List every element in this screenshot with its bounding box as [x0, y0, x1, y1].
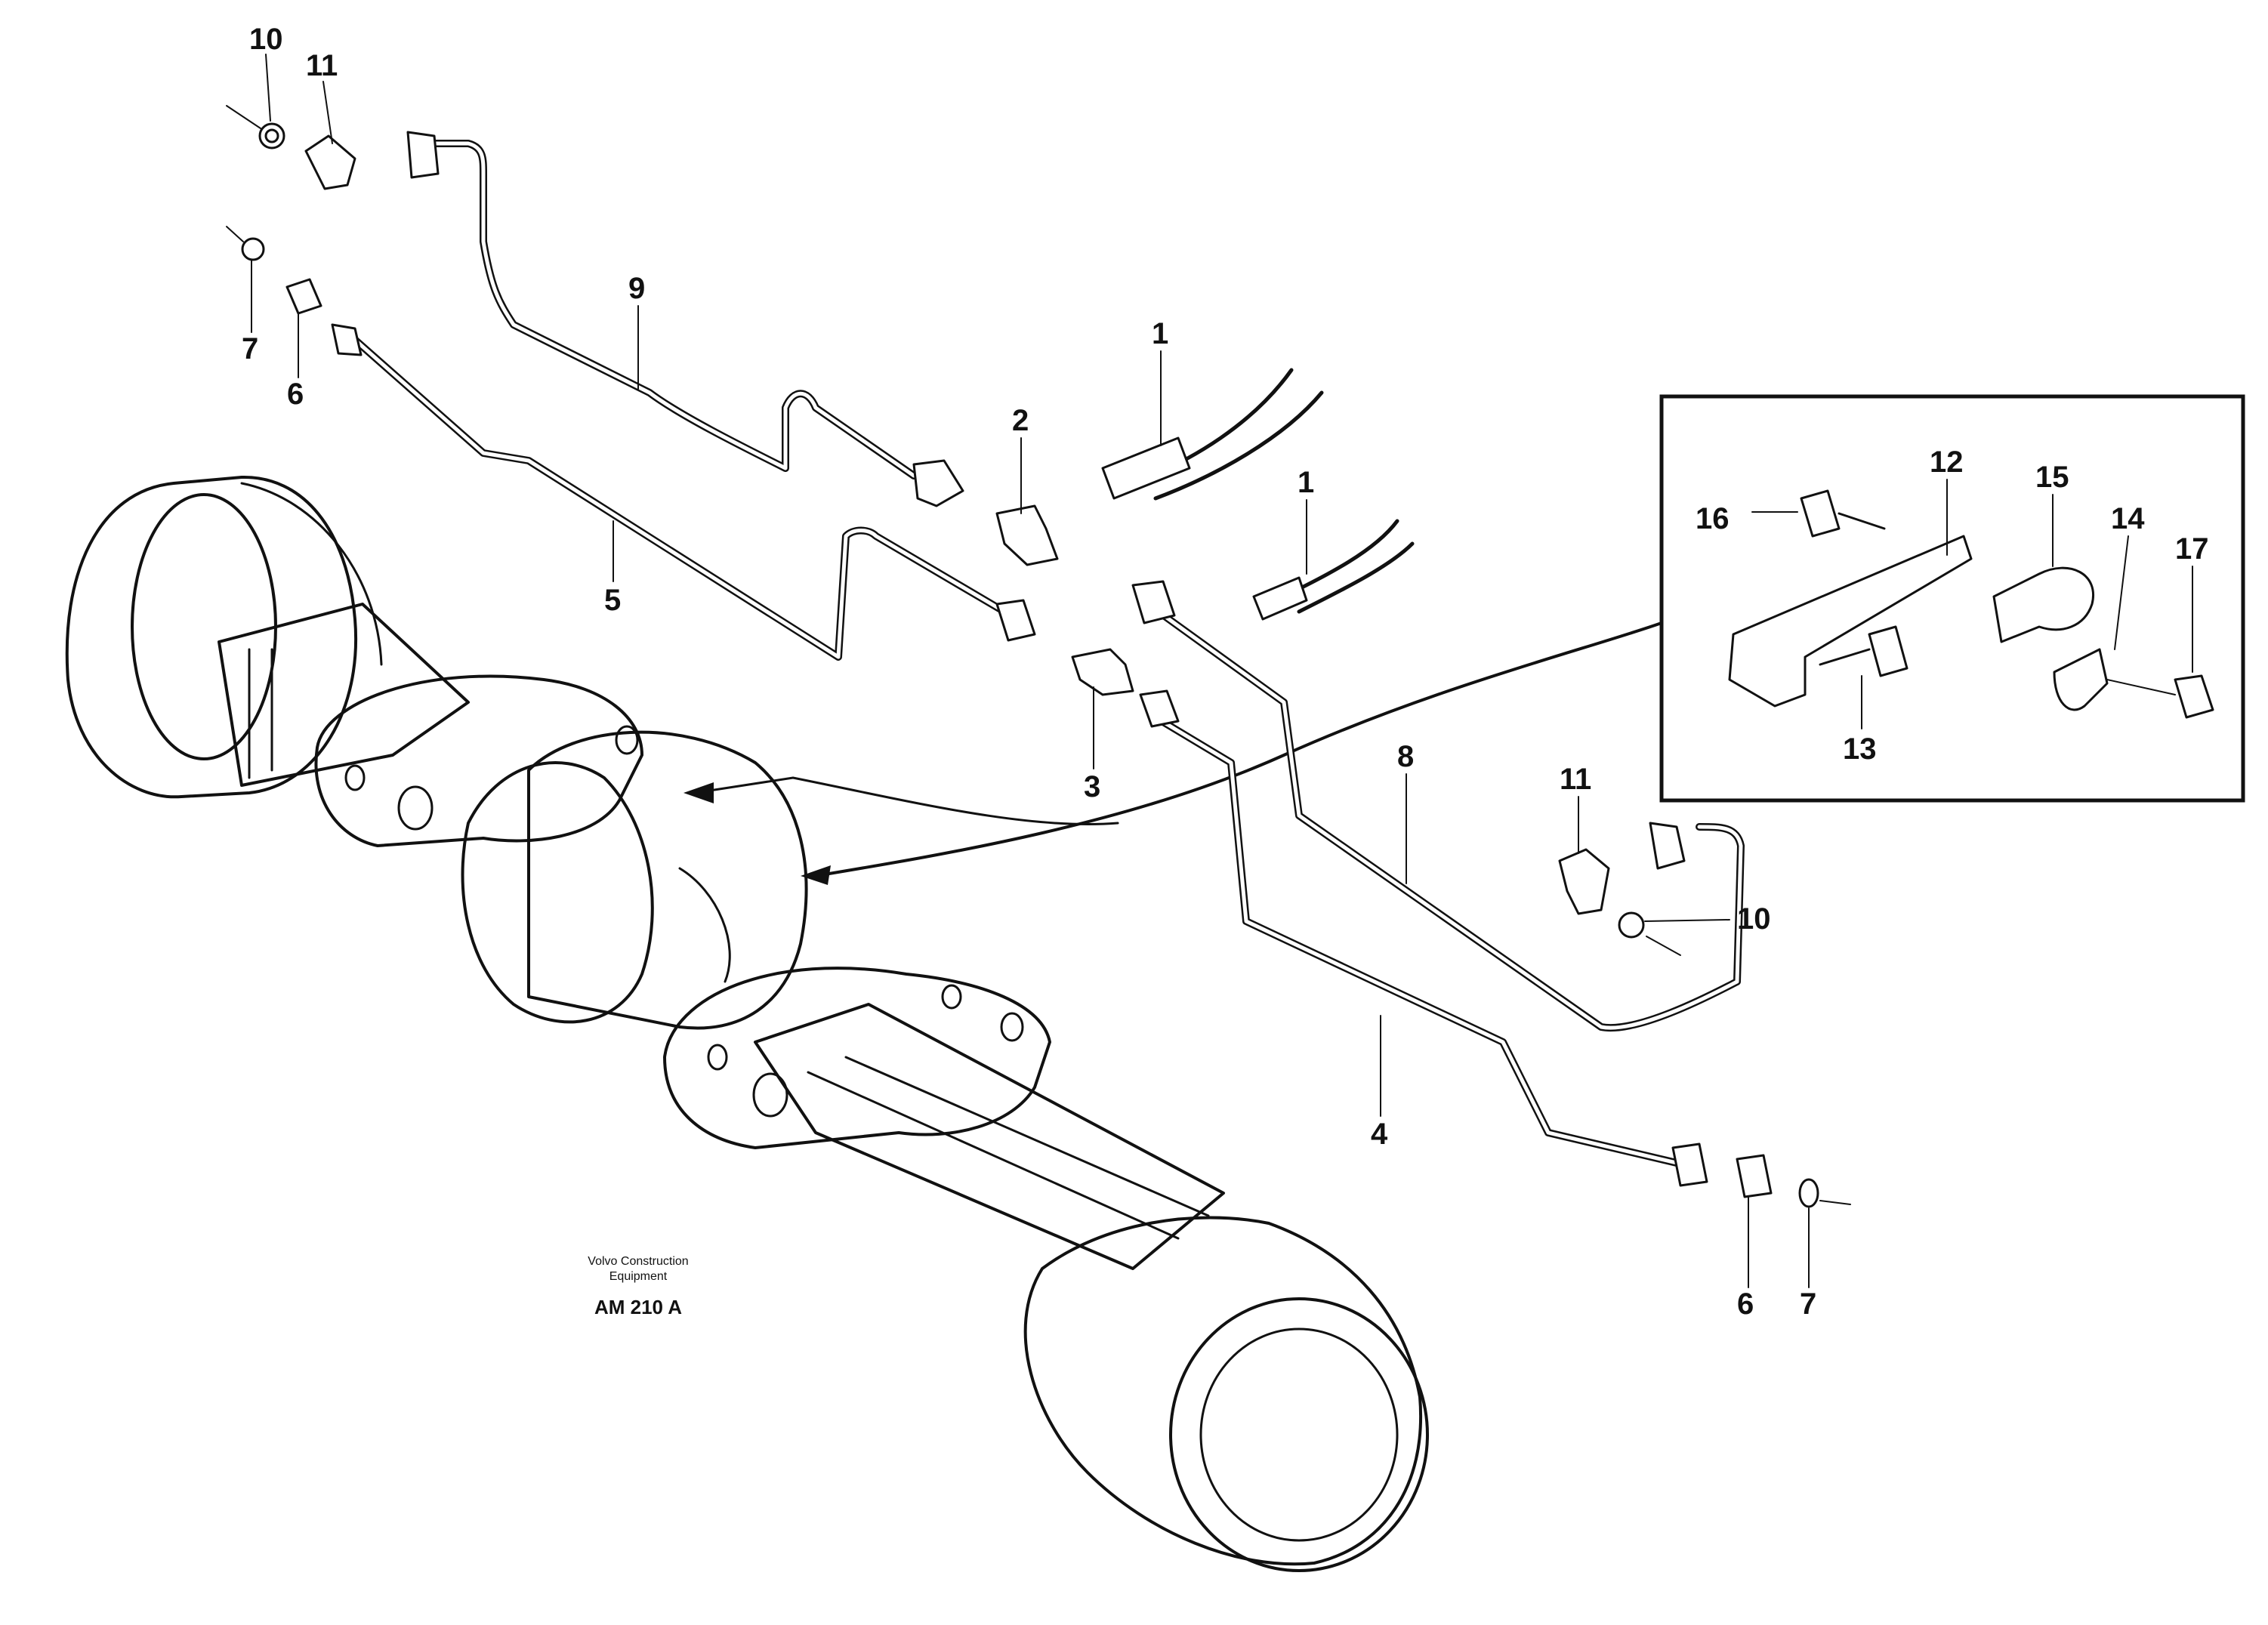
callout-7-top-left: 7 — [242, 332, 258, 365]
fittings — [226, 105, 1851, 1208]
callout-15: 15 — [2035, 461, 2069, 494]
caption-company-line-1: Volvo Construction — [588, 1255, 688, 1268]
brake-pipe-5 — [351, 336, 1008, 661]
callout-12: 12 — [1930, 446, 1964, 479]
differential-housing — [461, 730, 808, 1030]
callout-3: 3 — [1084, 770, 1100, 803]
bracket-12 — [1728, 535, 1973, 708]
caption-company-line-2: Equipment — [609, 1270, 668, 1283]
callout-6-bottom-right: 6 — [1737, 1287, 1754, 1321]
callout-10-top-left: 10 — [249, 23, 283, 56]
clamp-half-14 — [2053, 648, 2109, 711]
nut-pipe-4-end — [1671, 1142, 1708, 1187]
brake-pipe-9 — [419, 140, 918, 479]
callout-17: 17 — [2175, 532, 2209, 566]
detail-frame — [1659, 394, 2245, 803]
nipple-6-bottom-right — [1736, 1154, 1773, 1198]
tee-fitting-3 — [1071, 648, 1134, 696]
brake-hose-1-top — [1101, 368, 1324, 501]
callout-4: 4 — [1371, 1118, 1388, 1151]
nut-pipe-4-start — [1139, 689, 1180, 728]
nut-pipe-5-end — [995, 599, 1036, 642]
callout-9: 9 — [628, 272, 645, 305]
nut-17 — [2174, 674, 2214, 719]
callout-5: 5 — [604, 584, 621, 617]
elbow-fitting-11-right — [1558, 848, 1610, 915]
detail-reference-line — [683, 621, 1663, 885]
clamp-detail-inset — [1659, 394, 2245, 803]
drawing-code: AM 210 A — [594, 1296, 682, 1318]
callout-7-bottom-right: 7 — [1800, 1287, 1816, 1321]
left-trunnion-bracket — [314, 674, 643, 847]
elbow-fitting-11-top-left — [304, 134, 356, 190]
callout-1-top: 1 — [1152, 317, 1168, 350]
axle-housing — [65, 475, 1429, 1572]
bolt-13 — [1868, 625, 1909, 677]
nut-top-left — [406, 131, 440, 179]
callout-2: 2 — [1012, 404, 1029, 437]
nut-pipe-5-start — [331, 323, 363, 356]
nut-pipe-9-end — [912, 459, 964, 507]
callout-1-mid: 1 — [1298, 466, 1314, 499]
callout-11-right: 11 — [1560, 763, 1591, 796]
callout-16: 16 — [1696, 502, 1730, 535]
brake-pipe-4 — [1152, 714, 1680, 1167]
washer-10-right — [1618, 911, 1645, 939]
nut-pipe-8-start — [1131, 580, 1176, 624]
washer-7-top-left — [241, 237, 265, 261]
nut-pipe-8-end — [1649, 822, 1686, 870]
callout-13: 13 — [1843, 732, 1877, 766]
brake-hose-1-mid — [1252, 519, 1415, 621]
left-wheel-hub — [65, 475, 383, 799]
washer-10-top-left — [258, 122, 285, 150]
washer-7-bottom-right — [1798, 1178, 1819, 1208]
right-wheel-hub — [1023, 1216, 1429, 1572]
callout-11-top-left: 11 — [306, 49, 338, 82]
tee-fitting-2 — [995, 504, 1059, 566]
right-trunnion-bracket — [663, 967, 1051, 1149]
clamp-half-15 — [1992, 566, 2094, 643]
callout-10-right: 10 — [1737, 902, 1771, 936]
nipple-6-top-left — [285, 278, 322, 315]
callout-8: 8 — [1397, 740, 1414, 773]
drawing-caption: Volvo Construction Equipment AM 210 A — [588, 1255, 688, 1318]
callout-labels: 10 11 7 6 9 5 1 2 1 3 8 4 11 10 6 7 16 1… — [242, 23, 2209, 1321]
callout-14: 14 — [2111, 502, 2145, 535]
bolt-16 — [1800, 489, 1841, 538]
brake-pipe-8 — [1144, 600, 1745, 1032]
callout-6-top-left: 6 — [287, 378, 304, 411]
